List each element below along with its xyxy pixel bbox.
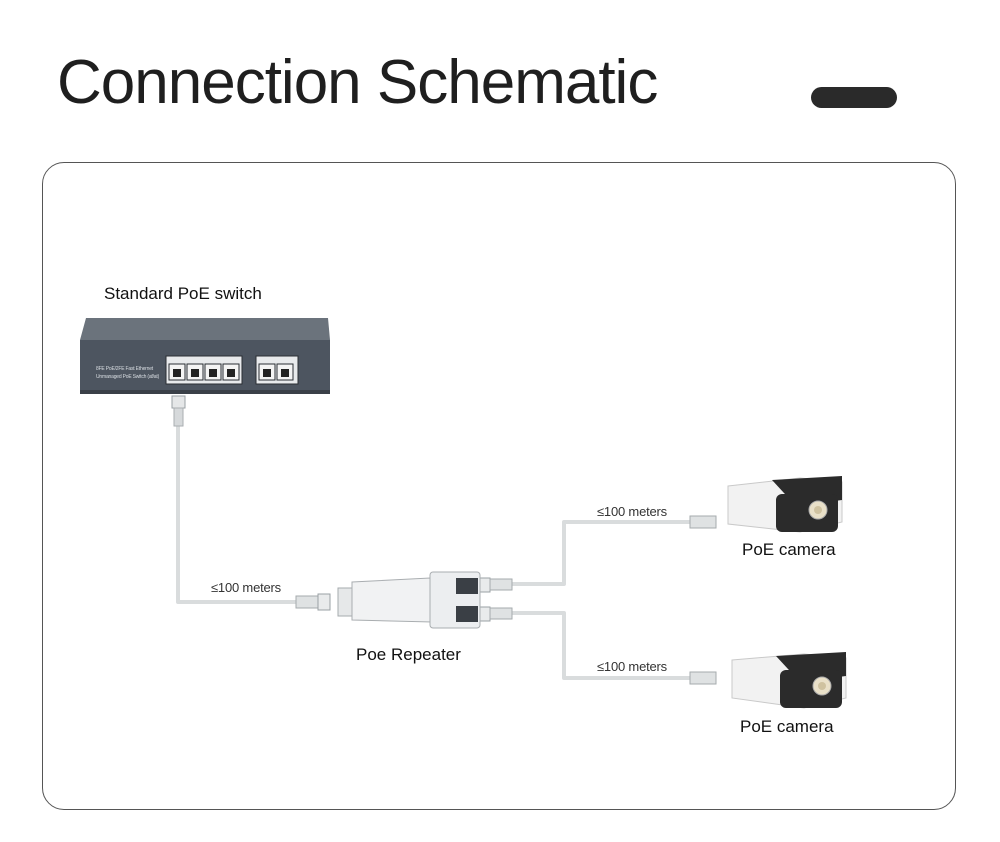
rj45-plug-camera-top bbox=[689, 515, 717, 529]
rj45-plug-switch bbox=[171, 395, 186, 427]
decorative-dash bbox=[811, 87, 897, 108]
camera-top bbox=[727, 476, 843, 533]
switch-panel-text-2: Unmanaged PoE Switch (af/at) bbox=[96, 374, 160, 380]
switch-panel-text-1: 8FE PoE/2FE Fast Ethernet bbox=[96, 366, 153, 372]
rj45-plug-repeater-in bbox=[295, 593, 331, 611]
rj45-plug-repeater-out-top bbox=[477, 577, 513, 593]
page-title: Connection Schematic bbox=[57, 48, 658, 117]
distance-repeater-to-camera-bottom: ≤100 meters bbox=[597, 659, 667, 674]
switch-top bbox=[80, 318, 330, 340]
cable-switch-to-repeater bbox=[176, 420, 318, 604]
poe-repeater bbox=[337, 571, 481, 629]
rj45-plug-repeater-out-bottom bbox=[477, 606, 513, 622]
switch-label: Standard PoE switch bbox=[104, 284, 262, 303]
cables bbox=[176, 420, 690, 680]
poe-switch bbox=[80, 318, 330, 394]
rj45-plug-camera-bottom bbox=[689, 671, 717, 685]
camera-top-label: PoE camera bbox=[742, 540, 836, 559]
cable-repeater-to-camera-top bbox=[512, 520, 690, 586]
repeater-label: Poe Repeater bbox=[356, 645, 461, 664]
camera-bottom bbox=[731, 652, 847, 709]
distance-switch-to-repeater: ≤100 meters bbox=[211, 580, 281, 595]
camera-bottom-label: PoE camera bbox=[740, 717, 834, 736]
distance-repeater-to-camera-top: ≤100 meters bbox=[597, 504, 667, 519]
cable-repeater-to-camera-bottom bbox=[512, 611, 690, 680]
